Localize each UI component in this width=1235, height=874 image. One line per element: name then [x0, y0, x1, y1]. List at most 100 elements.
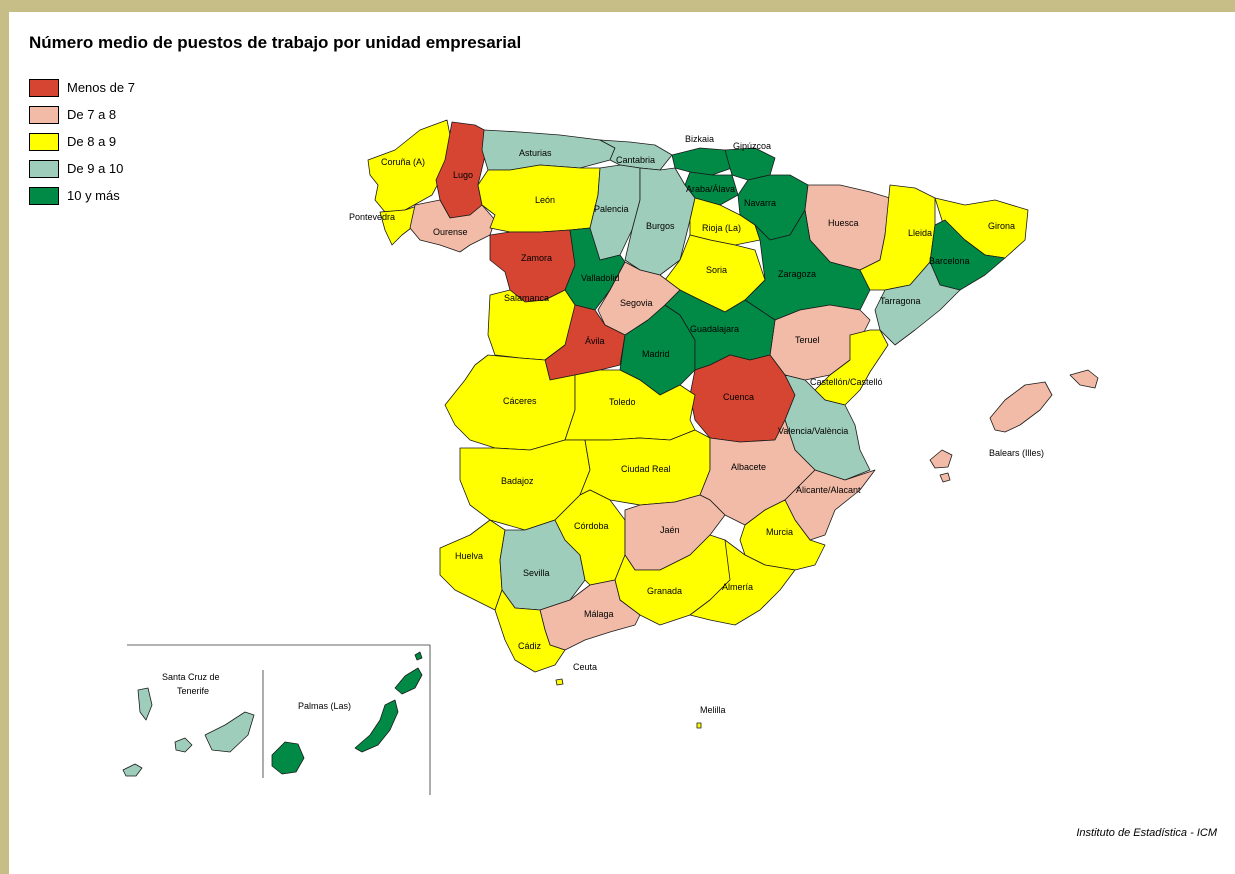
legend-swatch: [29, 105, 59, 124]
province-huelva[interactable]: [439, 519, 506, 611]
province-coruna[interactable]: [367, 119, 453, 213]
legend-label: De 7 a 8: [67, 107, 117, 122]
province-santacruz-hierro[interactable]: [122, 763, 143, 777]
legend-swatch: [29, 159, 59, 178]
label-almeria: Almería: [722, 582, 753, 592]
label-murcia: Murcia: [766, 527, 793, 537]
province-palmas-fuerteventura[interactable]: [354, 699, 399, 753]
label-valladolid: Valladolid: [581, 273, 619, 283]
label-burgos: Burgos: [646, 221, 675, 231]
province-pontevedra[interactable]: [379, 204, 421, 246]
province-alicante[interactable]: [784, 469, 876, 541]
legend-swatch: [29, 132, 59, 151]
label-huesca: Huesca: [828, 218, 859, 228]
legend-label: 10 y más: [67, 188, 120, 203]
label-araba: Araba/Álava: [686, 184, 735, 194]
label-sevilla: Sevilla: [523, 568, 550, 578]
label-zaragoza: Zaragoza: [778, 269, 816, 279]
label-lugo: Lugo: [453, 170, 473, 180]
province-baleares-ibiza[interactable]: [929, 449, 953, 469]
legend-label: De 9 a 10: [67, 161, 124, 176]
legend-item-menos-7: Menos de 7: [29, 76, 135, 99]
label-baleares: Balears (Illes): [989, 448, 1044, 458]
label-valencia: Valencia/València: [778, 426, 848, 436]
label-teruel: Teruel: [795, 335, 820, 345]
province-baleares-mallorca[interactable]: [989, 381, 1053, 433]
canarias-inset-border: [127, 644, 431, 795]
label-palmas: Palmas (Las): [298, 701, 351, 711]
label-salamanca: Salamanca: [504, 293, 549, 303]
label-ciudadreal: Ciudad Real: [621, 464, 671, 474]
label-soria: Soria: [706, 265, 727, 275]
province-santacruz-tenerife[interactable]: [204, 711, 255, 753]
label-cantabria: Cantabria: [616, 155, 655, 165]
label-palencia: Palencia: [594, 204, 629, 214]
label-albacete: Albacete: [731, 462, 766, 472]
label-bizkaia: Bizkaia: [685, 134, 714, 144]
label-huelva: Huelva: [455, 551, 483, 561]
label-madrid: Madrid: [642, 349, 670, 359]
label-cadiz: Cádiz: [518, 641, 542, 651]
province-palmas-graciosa[interactable]: [414, 651, 423, 661]
legend: Menos de 7 De 7 a 8 De 8 a 9 De 9 a 10 1…: [29, 76, 135, 211]
label-ourense: Ourense: [433, 227, 468, 237]
label-cordoba: Córdoba: [574, 521, 609, 531]
label-coruna: Coruña (A): [381, 157, 425, 167]
province-santacruz-lapalma[interactable]: [137, 687, 153, 721]
province-melilla[interactable]: [696, 722, 702, 729]
province-baleares-menorca[interactable]: [1069, 369, 1099, 389]
province-ceuta[interactable]: [555, 678, 564, 686]
label-melilla: Melilla: [700, 705, 726, 715]
legend-item-10-mas: 10 y más: [29, 184, 135, 207]
legend-item-9-10: De 9 a 10: [29, 157, 135, 180]
province-baleares-formentera[interactable]: [939, 472, 951, 483]
label-rioja: Rioja (La): [702, 223, 741, 233]
label-ceuta: Ceuta: [573, 662, 597, 672]
label-avila: Ávila: [585, 336, 605, 346]
province-sevilla[interactable]: [499, 519, 586, 611]
province-barcelona[interactable]: [929, 219, 1006, 291]
label-caceres: Cáceres: [503, 396, 537, 406]
label-santacruz-line1: Santa Cruz de: [162, 672, 220, 682]
label-lleida: Lleida: [908, 228, 932, 238]
province-palmas-lanzarote[interactable]: [394, 667, 423, 695]
province-palmas-grancanaria[interactable]: [271, 741, 305, 775]
label-segovia: Segovia: [620, 298, 653, 308]
label-badajoz: Badajoz: [501, 476, 534, 486]
province-bizkaia[interactable]: [671, 147, 733, 176]
legend-item-8-9: De 8 a 9: [29, 130, 135, 153]
label-granada: Granada: [647, 586, 682, 596]
legend-swatch: [29, 186, 59, 205]
province-castellon[interactable]: [814, 329, 889, 406]
legend-label: Menos de 7: [67, 80, 135, 95]
label-leon: León: [535, 195, 555, 205]
label-barcelona: Barcelona: [929, 256, 970, 266]
province-asturias[interactable]: [481, 129, 616, 171]
source-credit: Instituto de Estadística - ICM: [1076, 827, 1217, 839]
label-tarragona: Tarragona: [880, 296, 921, 306]
label-asturias: Asturias: [519, 148, 552, 158]
province-murcia[interactable]: [739, 499, 826, 571]
legend-label: De 8 a 9: [67, 134, 117, 149]
province-rioja[interactable]: [689, 197, 761, 246]
label-girona: Girona: [988, 221, 1015, 231]
legend-swatch: [29, 78, 59, 97]
province-tarragona[interactable]: [874, 261, 961, 346]
province-cadiz[interactable]: [494, 589, 566, 673]
province-labels: Coruña (A) Lugo Pontevedra Ourense Astur…: [162, 134, 1044, 715]
label-alicante: Alicante/Alacant: [796, 485, 861, 495]
label-navarra: Navarra: [744, 198, 776, 208]
label-gipuzkoa: Gipúzcoa: [733, 141, 771, 151]
label-cuenca: Cuenca: [723, 392, 754, 402]
label-malaga: Málaga: [584, 609, 614, 619]
label-castellon: Castellón/Castelló: [810, 377, 883, 387]
label-santacruz-line2: Tenerife: [177, 686, 209, 696]
province-almeria[interactable]: [689, 539, 796, 626]
label-jaen: Jaén: [660, 525, 680, 535]
province-santacruz-gomera[interactable]: [174, 737, 193, 753]
label-guadalajara: Guadalajara: [690, 324, 739, 334]
label-zamora: Zamora: [521, 253, 552, 263]
map-title: Número medio de puestos de trabajo por u…: [29, 33, 522, 52]
label-pontevedra: Pontevedra: [349, 212, 395, 222]
